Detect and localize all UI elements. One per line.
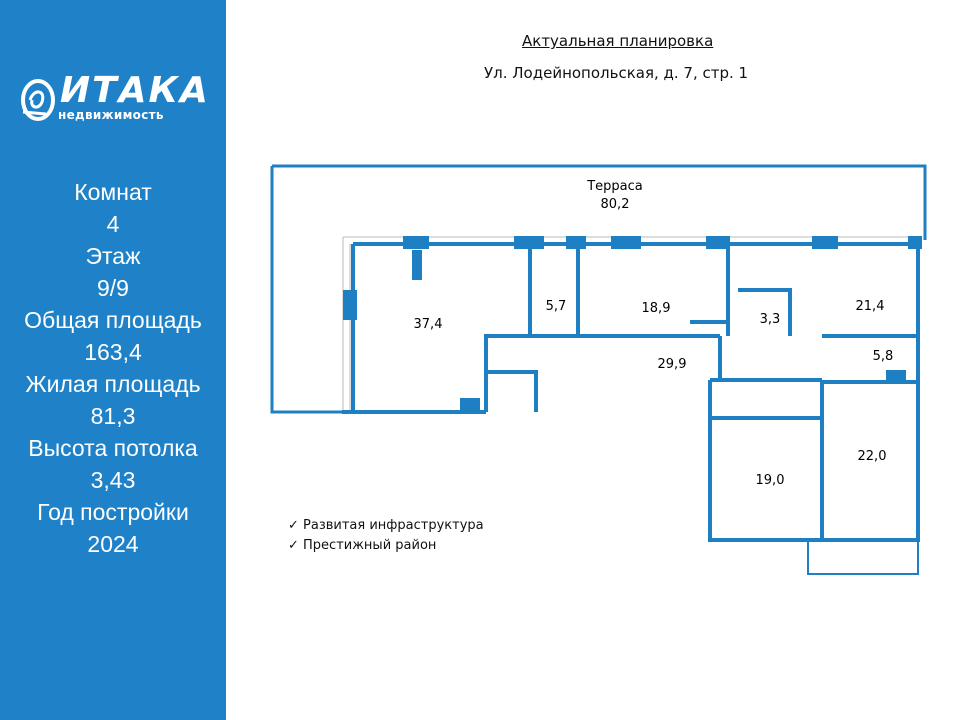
build-year-value: 2024 [87,531,139,557]
total-area-label: Общая площадь [24,307,202,333]
floor-plan-area: Актуальная планировка Ул. Лодейнопольска… [226,0,960,720]
room-area-22-0: 22,0 [858,449,887,464]
plan-address: Ул. Лодейнопольская, д. 7, стр. 1 [484,64,749,82]
balcony-outline [807,540,919,575]
plan-title: Актуальная планировка [522,32,714,50]
floor-label: Этаж [85,243,141,269]
brand-subtitle: недвижимость [58,108,164,122]
room-area-3-3: 3,3 [760,312,781,327]
room-area-19-0: 19,0 [756,473,785,488]
room-area-21-4: 21,4 [856,299,885,314]
apartment-stats: Комнат 4 Этаж 9/9 Общая площадь 163,4 Жи… [0,176,226,560]
build-year-label: Год постройки [37,499,189,525]
floor-plan: Терраса 80,2 37,4 5,7 18,9 3,3 21,4 29,9… [270,164,927,575]
room-area-5-7: 5,7 [546,299,567,314]
feature-item: ✓ Престижный район [288,538,437,553]
floor-value: 9/9 [97,275,129,301]
living-area-value: 81,3 [90,403,136,429]
brand-swirl-icon [21,79,55,121]
terrace-outline [270,164,927,414]
rooms-value: 4 [106,211,120,237]
room-area-29-9: 29,9 [658,357,687,372]
living-area-label: Жилая площадь [25,371,201,397]
feature-item: ✓ Развитая инфраструктура [288,518,484,533]
apartment-walls [342,242,920,542]
room-area-18-9: 18,9 [642,301,671,316]
ceiling-height-value: 3,43 [90,467,136,493]
terrace-label: Терраса [586,179,643,194]
window-blocks [343,236,922,412]
rooms-label: Комнат [74,179,152,205]
brand-name: ИТАКА [60,70,210,111]
room-area-37-4: 37,4 [414,317,443,332]
total-area-value: 163,4 [84,339,142,365]
sidebar: ИТАКА недвижимость Комнат 4 Этаж 9/9 Общ… [0,0,226,720]
terrace-area: 80,2 [601,197,630,212]
brand-logo: ИТАКА недвижимость [20,70,208,130]
room-area-5-8: 5,8 [873,349,894,364]
ceiling-height-label: Высота потолка [28,435,198,461]
